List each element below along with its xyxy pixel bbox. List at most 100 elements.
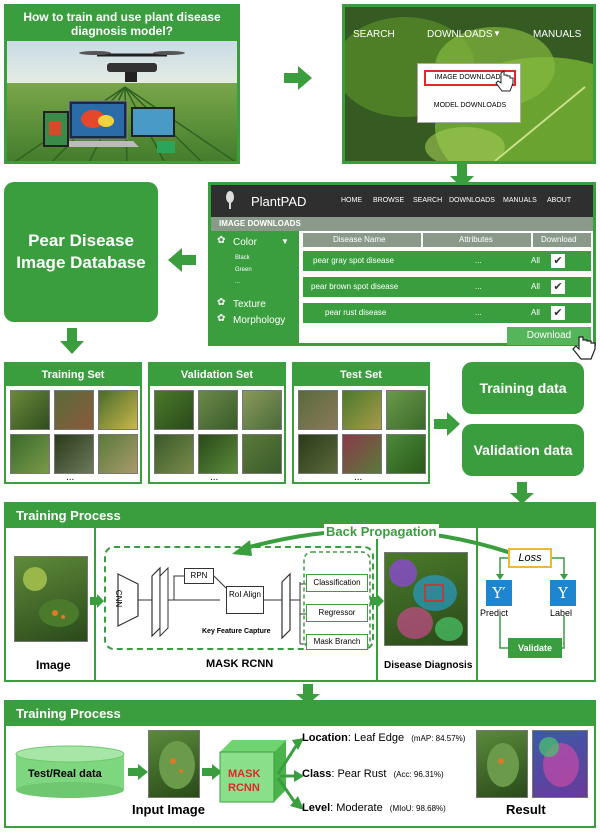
caret-down-icon: ▼	[281, 237, 289, 246]
filter-texture[interactable]: Texture	[233, 299, 266, 310]
arrow-down-4	[296, 684, 320, 704]
leaf-photo	[198, 434, 238, 474]
row-disease-name: pear rust disease	[325, 308, 387, 317]
class-output: Class: Pear Rust (Acc: 96.31%)	[302, 768, 444, 780]
result-mask-photo	[532, 730, 588, 798]
rpn-box: RPN	[184, 568, 214, 584]
filter-black[interactable]: Black	[235, 255, 250, 261]
segmentation-mask-icon	[389, 559, 463, 641]
validation-data-box: Validation data	[462, 424, 584, 476]
col-divider	[421, 233, 423, 247]
table-row[interactable]: pear brown spot disease ... All ✔	[303, 277, 591, 297]
menu-about[interactable]: ABOUT	[547, 197, 572, 204]
predict-label: Predict	[480, 608, 509, 618]
row-disease-name: pear gray spot disease	[313, 256, 394, 265]
label-label: Label	[550, 608, 573, 618]
morphology-icon: ✿	[217, 313, 226, 324]
checkbox-checked-icon[interactable]: ✔	[551, 306, 565, 320]
hand-cursor-icon	[495, 71, 514, 92]
nav-downloads[interactable]: DOWNLOADS	[427, 29, 493, 40]
color-icon: ✿	[217, 235, 226, 246]
pear-leaf-icon	[159, 741, 195, 789]
y-label-box: Y	[550, 580, 576, 606]
arrow-down-3	[510, 482, 534, 504]
filter-morphology[interactable]: Morphology	[233, 315, 286, 326]
roi-align-box: RoI Align	[226, 586, 264, 614]
validation-set-panel: Validation Set ...	[148, 362, 286, 484]
leaf-photo	[10, 390, 50, 430]
row-download-all: All	[531, 282, 540, 291]
plantpad-panel: PlantPAD HOME BROWSE SEARCH DOWNLOADS MA…	[208, 182, 596, 360]
leaf-photo	[10, 434, 50, 474]
class-value: : Pear Rust	[331, 768, 387, 780]
mask-rcnn-architecture	[117, 551, 371, 649]
ellipsis: ...	[354, 472, 363, 483]
cnn-label: CNN	[114, 589, 124, 608]
level-output: Level: Moderate (MIoU: 98.68%)	[302, 802, 446, 814]
filter-green[interactable]: Green	[235, 267, 252, 273]
checkbox-checked-icon[interactable]: ✔	[551, 280, 565, 294]
plant-logo-icon	[226, 191, 234, 209]
nav-search[interactable]: SEARCH	[353, 29, 395, 40]
segmentation-mask-icon	[539, 737, 579, 787]
back-propagation-label: Back Propagation	[324, 524, 439, 539]
mask-rcnn-cube-icon	[219, 740, 286, 803]
download-button[interactable]: Download	[507, 327, 591, 345]
menu-home[interactable]: HOME	[341, 197, 362, 204]
dropdown-model-downloads[interactable]: MODEL DOWNLOADS	[433, 102, 507, 109]
leaf-photo	[154, 434, 194, 474]
training-data-box: Training data	[462, 362, 584, 414]
test-real-data-label: Test/Real data	[28, 768, 102, 780]
test-set-title: Test Set	[294, 364, 428, 386]
hand-cursor-icon	[572, 336, 596, 360]
arrow-right-2	[434, 412, 460, 436]
farm-drone-illustration	[7, 41, 237, 161]
arrow-down-2	[60, 328, 84, 354]
location-metric: (mAP: 84.57%)	[411, 734, 466, 743]
arrow-right-1	[284, 66, 312, 90]
filter-sidebar: ✿ Color ▼ Black Green ... ✿ Texture ✿ Mo…	[211, 231, 299, 343]
leaf-photo	[98, 434, 138, 474]
input-leaf-photo	[148, 730, 200, 798]
leaf-photo	[198, 390, 238, 430]
ellipsis: ...	[66, 472, 75, 483]
menu-search[interactable]: SEARCH	[413, 197, 443, 204]
ellipsis: ...	[210, 472, 219, 483]
row-attributes: ...	[475, 282, 482, 291]
arrow-right-6	[202, 764, 222, 780]
location-value: : Leaf Edge	[347, 732, 405, 744]
arrow-right-3	[90, 594, 104, 608]
col-disease-name: Disease Name	[333, 235, 386, 244]
leaf-photo	[342, 434, 382, 474]
mask-branch-head: Mask Branch	[306, 634, 368, 650]
laptop-icon	[57, 100, 139, 147]
table-row[interactable]: pear gray spot disease ... All ✔	[303, 251, 591, 271]
loss-box: Loss	[508, 548, 552, 568]
database-cylinder-icon	[15, 745, 125, 798]
row-download-all: All	[531, 256, 540, 265]
nav-manuals[interactable]: MANUALS	[533, 29, 582, 40]
filter-color[interactable]: Color	[233, 237, 257, 248]
row-download-all: All	[531, 308, 540, 317]
plantpad-header: PlantPAD HOME BROWSE SEARCH DOWNLOADS MA…	[211, 185, 593, 217]
menu-manuals[interactable]: MANUALS	[503, 197, 537, 204]
col-download: Download	[541, 235, 577, 244]
checkbox-checked-icon[interactable]: ✔	[551, 254, 565, 268]
output-arrows	[276, 738, 304, 810]
leaf-photo	[242, 434, 282, 474]
dropdown-image-downloads[interactable]: IMAGE DOWNLOADS	[424, 70, 516, 86]
validation-set-title: Validation Set	[150, 364, 284, 386]
menu-browse[interactable]: BROWSE	[373, 197, 405, 204]
table-row[interactable]: pear rust disease ... All ✔	[303, 303, 591, 323]
training-set-title: Training Set	[6, 364, 140, 386]
menu-downloads[interactable]: DOWNLOADS	[449, 197, 495, 204]
regressor-head: Regressor	[306, 604, 368, 622]
texture-icon: ✿	[217, 297, 226, 308]
result-photo	[476, 730, 528, 798]
pear-disease-image-database: Pear Disease Image Database	[4, 182, 158, 322]
leaf-photo	[54, 434, 94, 474]
row-disease-name: pear brown spot disease	[311, 282, 399, 291]
divider	[476, 528, 478, 680]
leaf-photo	[298, 390, 338, 430]
model-line-2: RCNN	[228, 782, 260, 794]
